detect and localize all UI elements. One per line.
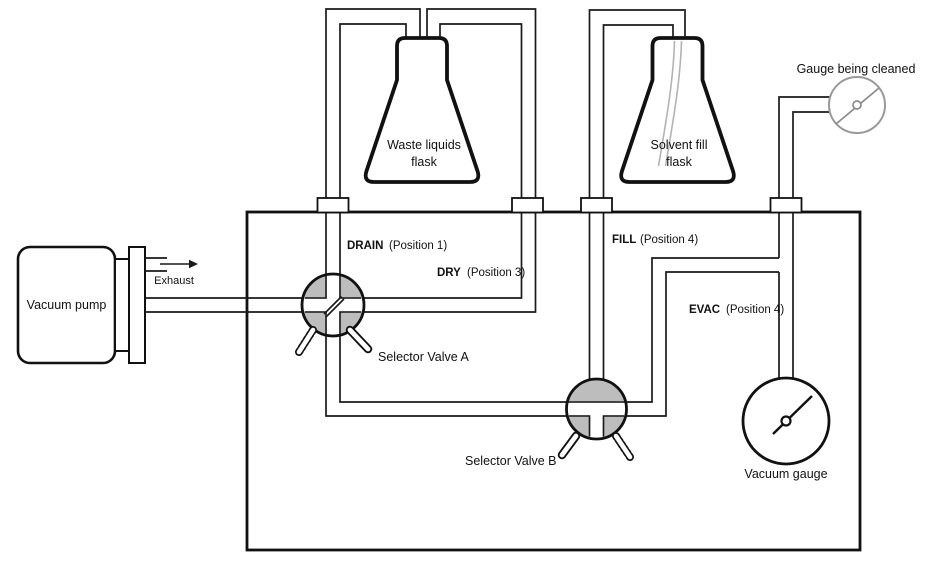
port-fittings (316, 197, 803, 214)
pipe-solvent-inner (602, 24, 674, 198)
solvent-flask-label-line1: Solvent fill (651, 138, 708, 152)
pipe-evac-outer-wall (623, 271, 779, 417)
valve-b-outline (565, 377, 628, 441)
pump-flange-inner (114, 258, 130, 352)
port-labels: DRAIN (Position 1) DRY (Position 3) FILL… (347, 234, 784, 316)
solvent-fill-flask: Solvent fill flask (619, 36, 736, 184)
valve-a-handle-alt-fill (296, 327, 316, 355)
pipe-cleaned-gauge-outer (778, 96, 831, 198)
dry-port-name: DRY (437, 267, 461, 279)
solvent-flask-label-line2: flask (666, 155, 692, 169)
cleaned-gauge-pivot (852, 100, 862, 110)
fill-port-name: FILL (612, 234, 636, 246)
pipe-evac-inner-wall (623, 257, 779, 403)
pipe-pump-dry-top-wall (145, 213, 523, 299)
vacuum-gauge-label: Vacuum gauge (744, 467, 827, 481)
exhaust-stub-walls (145, 257, 167, 272)
port-dry-fitting (511, 197, 544, 214)
vacuum-pump: Vacuum pump Exhaust (16, 245, 198, 365)
pipe-waste-right-outer (426, 8, 537, 198)
waste-flask-outline (363, 36, 481, 184)
waste-flask-label-line2: flask (411, 155, 437, 169)
vacuum-gauge-pivot (780, 415, 792, 427)
fill-port-position: (Position 4) (640, 234, 698, 246)
selector-valve-a-label: Selector Valve A (378, 350, 469, 364)
pipe-gauge-drop-walls (778, 213, 794, 378)
dry-port-position: (Position 3) (467, 267, 525, 279)
vacuum-gauge-needle (772, 395, 813, 435)
evac-port-position: (Position 4) (726, 304, 784, 316)
pipe-solvent-outer (588, 9, 686, 198)
valve-b-horizontal-channel (567, 402, 626, 416)
selector-valve-b: Selector Valve B (465, 377, 634, 468)
system-enclosure-box (245, 210, 862, 552)
pipe-waste-right-inner (439, 23, 523, 198)
drain-port-position: (Position 1) (389, 240, 447, 252)
waste-flask-label-line1: Waste liquids (387, 138, 461, 152)
pump-flange-outer (128, 246, 146, 364)
evac-port-name: EVAC (689, 304, 720, 316)
pipe-waste-left-outer (325, 8, 421, 198)
solvent-flask-outline (619, 36, 736, 184)
exhaust-arrow-head (189, 259, 198, 269)
selector-valve-b-label: Selector Valve B (465, 454, 556, 468)
drain-port-name: DRAIN (347, 240, 383, 252)
pipe-fill-riser-walls (588, 213, 605, 380)
port-evac-fitting (769, 197, 803, 214)
pipe-pump-dry-bottom-wall (145, 213, 537, 313)
pipe-waste-left-inner (339, 23, 407, 198)
valve-a-outline (300, 272, 366, 338)
selector-valve-a: Selector Valve A (295, 272, 469, 364)
valve-b-stem-channel (590, 414, 603, 438)
vacuum-pump-label: Vacuum pump (27, 298, 107, 312)
valve-a-handle-fill (347, 327, 371, 352)
valve-a-divider-wall (323, 295, 345, 318)
port-drain-fitting (316, 197, 350, 214)
solvent-dip-tube (657, 40, 683, 167)
vacuum-gauge: Vacuum gauge (741, 376, 831, 481)
valve-b-handle-alt-fill (613, 433, 633, 460)
valve-b-handle-fill (559, 433, 579, 458)
pipe-cleaned-gauge-inner (792, 111, 831, 198)
waste-liquids-flask: Waste liquids flask (363, 36, 481, 184)
gauge-being-cleaned-label: Gauge being cleaned (797, 62, 916, 76)
port-fill-fitting (580, 197, 613, 214)
valve-b-channel-edges (568, 401, 625, 437)
exhaust-label: Exhaust (154, 275, 194, 287)
gauge-being-cleaned: Gauge being cleaned (797, 62, 916, 134)
